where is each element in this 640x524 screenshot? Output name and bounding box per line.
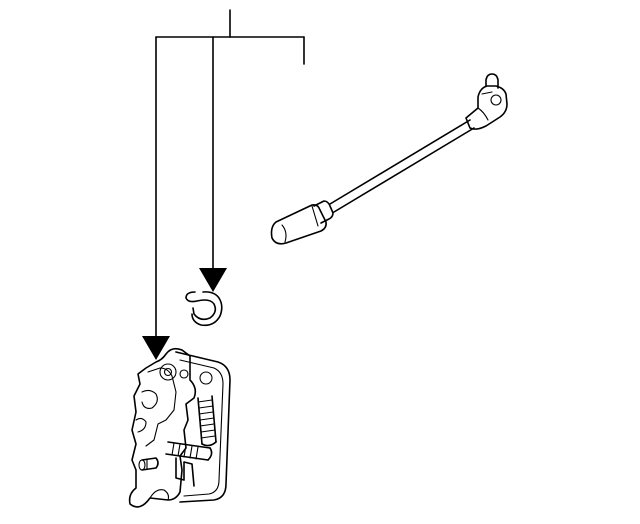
clip-inner (191, 291, 223, 327)
cable-rod (329, 119, 471, 205)
latch-lever (175, 457, 195, 487)
latch-boss (159, 363, 177, 381)
latch-spring (197, 395, 217, 447)
latch-boss (163, 367, 173, 377)
grip-ridge (311, 205, 319, 227)
callout-leaders (142, 9, 305, 360)
cable-retaining-clip (185, 291, 223, 327)
mount-hole (179, 369, 189, 379)
latch-cable-rod (270, 73, 508, 245)
fitting-hole (490, 94, 502, 106)
arrowhead-clip (199, 268, 227, 292)
fitting-nub (485, 73, 499, 89)
latch-detail (135, 417, 147, 433)
fitting-detail (477, 107, 489, 121)
latch-backplate (175, 351, 231, 503)
cable-grip (270, 204, 327, 245)
door-latch-assembly (128, 347, 231, 508)
latch-housing (128, 347, 197, 508)
latch-backplate-inner (179, 359, 224, 497)
mount-hole (199, 371, 213, 385)
cable-collar (313, 200, 334, 224)
latch-housing-contour (141, 389, 158, 409)
latch-pin (138, 457, 159, 471)
cable-end-fitting (465, 85, 508, 130)
clip-outer (185, 291, 217, 321)
arrowhead-latch (142, 336, 170, 360)
grip-ridge (281, 224, 287, 243)
latch-actuator-rod (165, 441, 213, 461)
fitting-detail (481, 91, 493, 95)
latch-striker-slot (149, 489, 170, 501)
cable-rod (333, 127, 475, 213)
